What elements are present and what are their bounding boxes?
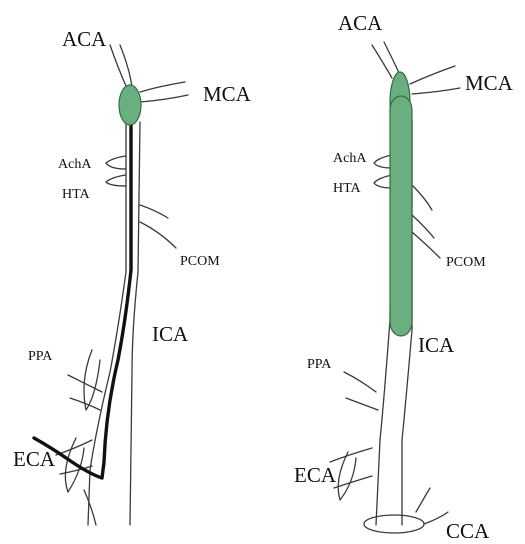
right-branch-mid-1 (412, 185, 432, 210)
right-panel: ACA MCA AchA HTA PCOM ICA PPA ECA CCA (294, 11, 514, 543)
left-ppa-loop (84, 350, 100, 410)
right-label-ppa: PPA (307, 357, 332, 372)
left-label-ppa: PPA (28, 349, 53, 364)
right-label-hta: HTA (333, 181, 362, 196)
left-aca-branch-1 (110, 45, 126, 86)
left-label-ica: ICA (152, 322, 189, 346)
right-occlusion-balloon-main (390, 96, 412, 336)
left-label-acha: AchA (58, 157, 92, 172)
right-mca-branch-1 (410, 66, 455, 84)
right-label-ica: ICA (418, 333, 455, 357)
left-label-pcom: PCOM (180, 254, 220, 269)
right-ppa-branch-2 (346, 398, 378, 410)
right-cca-ring (364, 515, 424, 533)
left-hta-branch (106, 175, 126, 186)
right-label-mca: MCA (465, 71, 514, 95)
left-pcom-branch-2 (140, 222, 176, 248)
right-cca-branch-2 (424, 512, 448, 524)
left-label-mca: MCA (203, 82, 252, 106)
right-cca-branch (416, 488, 430, 512)
left-panel: ACA MCA AchA HTA PCOM ICA PPA ECA (13, 27, 252, 525)
left-eca-branch-3 (84, 490, 96, 525)
right-hta-branch (374, 175, 392, 188)
right-eca-branch-1 (330, 448, 372, 462)
left-occlusion-balloon (119, 85, 141, 125)
right-label-cca: CCA (446, 519, 490, 543)
left-label-hta: HTA (62, 187, 91, 202)
left-mca-branch-2 (140, 95, 188, 102)
left-label-aca: ACA (62, 27, 107, 51)
right-aca-branch-1 (372, 45, 392, 78)
right-aca-branch-2 (384, 42, 400, 75)
right-eca-loop (338, 452, 356, 500)
left-label-eca: ECA (13, 447, 56, 471)
left-mca-branch-1 (140, 82, 185, 92)
right-pcom-branch-2 (412, 232, 440, 258)
left-aca-branch-2 (120, 45, 132, 88)
right-ppa-branch-1 (344, 372, 376, 392)
left-pcom-branch-1 (140, 205, 168, 218)
left-acha-branch (106, 156, 126, 169)
right-label-eca: ECA (294, 463, 337, 487)
right-label-pcom: PCOM (446, 255, 486, 270)
right-label-acha: AchA (333, 151, 367, 166)
right-mca-branch-2 (412, 88, 460, 94)
right-label-aca: ACA (338, 11, 383, 35)
right-eca-branch-2 (334, 476, 372, 488)
right-acha-branch (374, 155, 392, 168)
